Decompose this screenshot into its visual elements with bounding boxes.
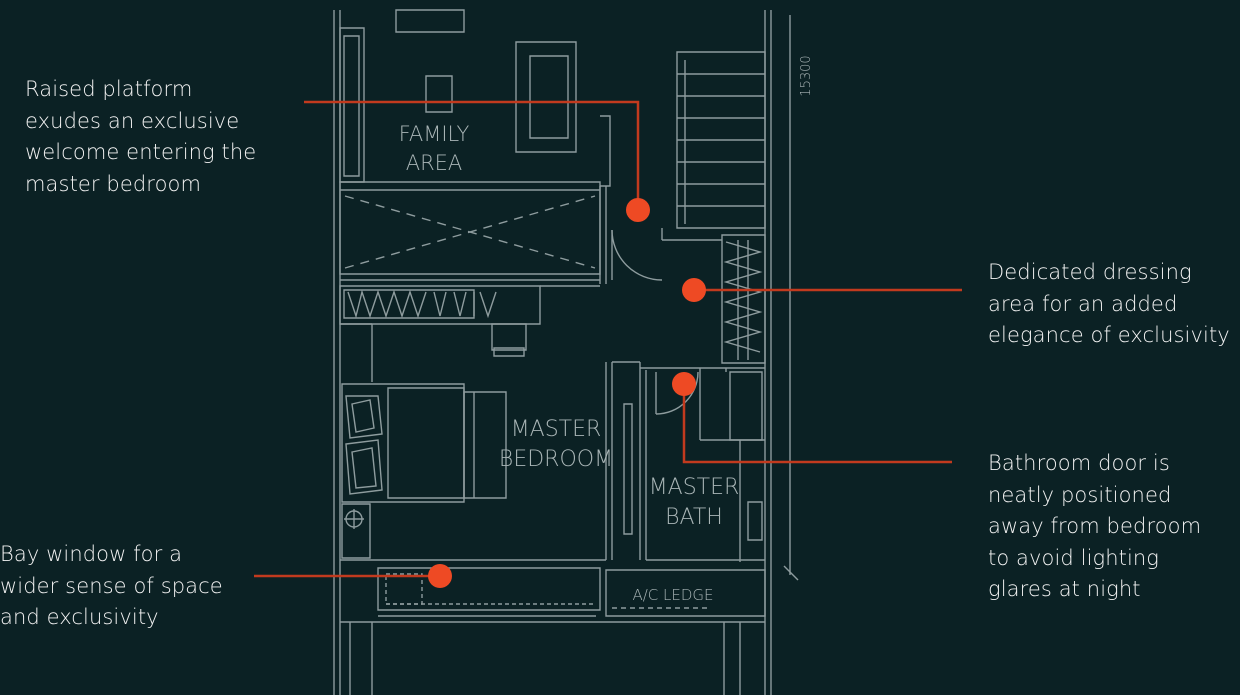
callout-text-line: neatly positioned bbox=[988, 482, 1172, 507]
callout-text-line: glares at night bbox=[988, 577, 1141, 601]
callout-text-line: to avoid lighting bbox=[988, 545, 1160, 570]
master-bath-label-line1: MASTER bbox=[649, 475, 740, 500]
master-bedroom-label-line2: BEDROOM bbox=[499, 447, 613, 472]
callout-text-line: area for an added bbox=[988, 291, 1178, 316]
callout-text-line: Bay window for a bbox=[0, 542, 183, 566]
callout-bathroom-door: Bathroom door is neatly positioned away … bbox=[988, 448, 1201, 606]
callout-text-line: Bathroom door is bbox=[988, 451, 1170, 475]
callout-text-line: welcome entering the bbox=[25, 140, 257, 164]
master-bedroom-label-line1: MASTER bbox=[511, 417, 602, 442]
family-area-label-line2: AREA bbox=[406, 151, 463, 175]
dimension-label: 15300 bbox=[799, 55, 814, 96]
callout-bay-window: Bay window for a wider sense of space an… bbox=[0, 539, 223, 634]
leader-bathroom-door bbox=[682, 384, 952, 464]
floor-plan-linework bbox=[334, 10, 798, 695]
marker-dressing-area bbox=[682, 278, 706, 302]
marker-raised-platform bbox=[626, 198, 650, 222]
callout-text-line: and exclusivity bbox=[0, 605, 159, 629]
ac-ledge-label: A/C LEDGE bbox=[632, 586, 713, 604]
callout-text-line: master bedroom bbox=[25, 171, 202, 196]
marker-bathroom-door bbox=[672, 372, 696, 396]
callout-text-line: Dedicated dressing bbox=[988, 260, 1192, 284]
family-area-label-line1: FAMILY bbox=[399, 122, 470, 146]
callout-markers bbox=[428, 198, 706, 588]
callout-text-line: elegance of exclusivity bbox=[988, 323, 1230, 347]
callout-raised-platform: Raised platform exudes an exclusive welc… bbox=[25, 74, 256, 200]
callout-text-line: Raised platform bbox=[25, 77, 193, 101]
callout-leaders bbox=[254, 100, 962, 578]
callout-text-line: wider sense of space bbox=[0, 573, 223, 598]
callout-dressing-area: Dedicated dressing area for an added ele… bbox=[988, 257, 1230, 352]
marker-bay-window bbox=[428, 564, 452, 588]
callout-text-line: away from bedroom bbox=[988, 514, 1202, 538]
callout-text-line: exudes an exclusive bbox=[25, 108, 240, 133]
leader-raised-platform bbox=[304, 100, 640, 208]
master-bath-label-line2: BATH bbox=[665, 505, 723, 530]
